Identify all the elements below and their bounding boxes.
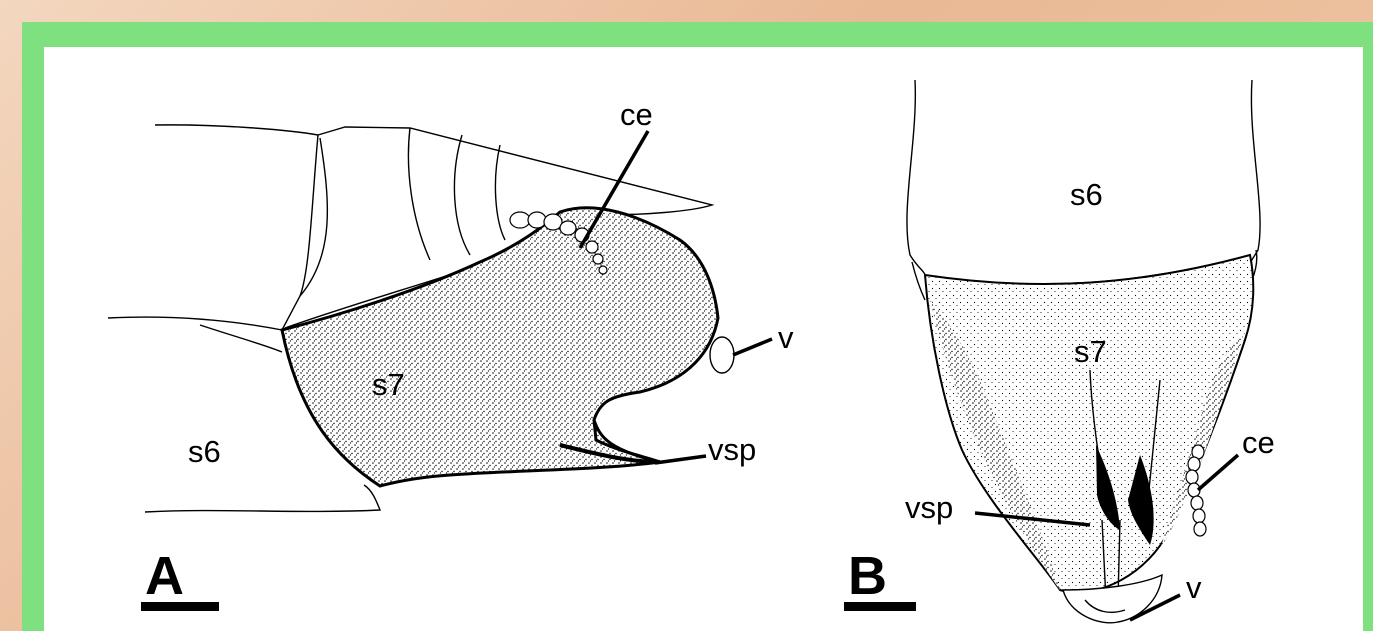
label-vsp-a: vsp [708,432,756,467]
panel-letter-b: B [848,546,887,606]
label-ce-a: ce [620,97,653,132]
label-ce-b: ce [1242,425,1275,460]
sternite-7-a [282,208,718,486]
label-v-a: v [778,320,794,355]
s6-lower-outline-a [145,485,380,512]
label-v-b: v [1186,570,1202,605]
label-s6-a: s6 [188,434,221,469]
leader-ce-b [1198,455,1238,490]
label-s7-a: s7 [372,367,405,402]
label-s6-b: s6 [1070,177,1103,212]
panel-letter-a: A [145,546,184,606]
label-s7-b: s7 [1074,334,1107,369]
leader-vsp-a [655,456,706,463]
label-vsp-b: vsp [905,490,953,525]
s6-outline-a [108,125,318,330]
valvula-a [710,337,734,373]
leader-v-a [733,339,772,355]
